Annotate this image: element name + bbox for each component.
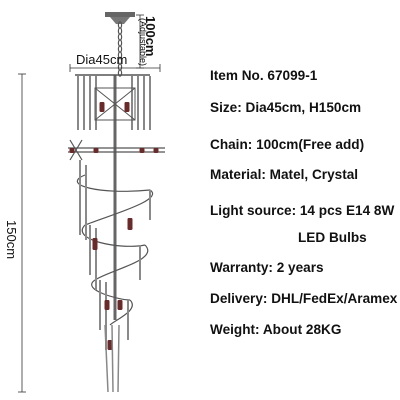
canopy bbox=[105, 12, 135, 24]
top-crystal-ring bbox=[75, 74, 151, 130]
spec-item-no: Item No. 67099-1 bbox=[210, 68, 318, 83]
chain-link bbox=[117, 69, 123, 77]
bulb bbox=[93, 148, 99, 153]
bulb bbox=[127, 218, 133, 230]
bottom-taper bbox=[104, 324, 120, 393]
chain-adjustable-note: (Adjustable) bbox=[138, 18, 148, 67]
spec-size: Size: Dia45cm, H150cm bbox=[210, 100, 362, 115]
led-bulbs bbox=[69, 102, 159, 350]
bulb bbox=[99, 102, 105, 112]
chain bbox=[117, 21, 123, 77]
bulb bbox=[104, 300, 110, 310]
bulb bbox=[107, 340, 113, 350]
spec-chain: Chain: 100cm(Free add) bbox=[210, 137, 365, 152]
top-crystal-rods bbox=[77, 76, 151, 130]
diameter-label: Dia45cm bbox=[76, 52, 128, 67]
bulb bbox=[153, 148, 159, 153]
spec-light-source-cont: LED Bulbs bbox=[298, 230, 367, 245]
spec-light-source: Light source: 14 pcs E14 8W bbox=[210, 203, 395, 218]
height-dimension-line bbox=[18, 73, 26, 393]
spec-material: Material: Matel, Crystal bbox=[210, 167, 359, 182]
spec-warranty: Warranty: 2 years bbox=[210, 260, 324, 275]
height-label: 150cm bbox=[4, 220, 19, 260]
bulb bbox=[139, 148, 145, 153]
spec-delivery: Delivery: DHL/FedEx/Aramex bbox=[210, 291, 398, 306]
diameter-dimension-line bbox=[69, 64, 161, 72]
spec-weight: Weight: About 28KG bbox=[210, 322, 342, 337]
top-frame bbox=[94, 87, 136, 121]
bulb bbox=[124, 102, 130, 112]
bulb bbox=[92, 238, 98, 250]
middle-frame bbox=[68, 139, 165, 161]
bulb bbox=[69, 148, 75, 153]
bulb bbox=[117, 300, 123, 310]
